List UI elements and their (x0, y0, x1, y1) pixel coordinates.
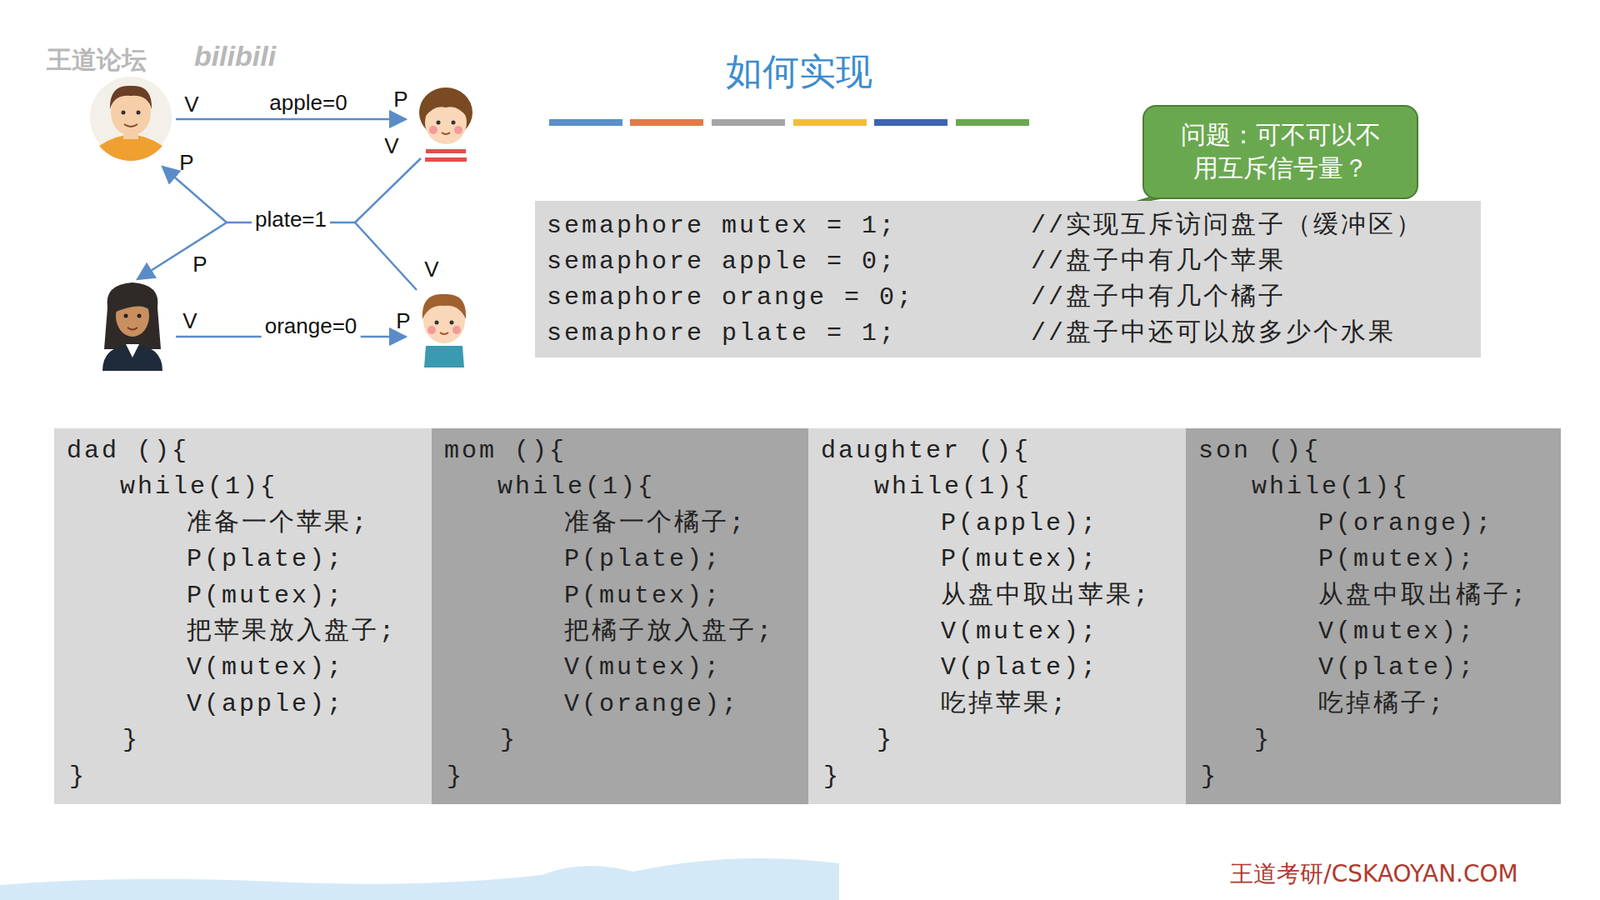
code-line: V(orange); (564, 686, 740, 723)
semaphore-label: apple=0 (265, 90, 350, 116)
code-line: P(apple); (940, 505, 1099, 542)
code-line: while(1){ (1251, 469, 1410, 505)
code-box: semaphore mutex = 1; //实现互斥访问盘子（缓冲区） semap… (535, 200, 1481, 358)
question-callout: 问题：可不可以不用互斥信号量？ (1142, 105, 1419, 200)
code-line: } (823, 759, 841, 795)
semaphore-label: plate=1 (251, 207, 330, 233)
code-comment: //盘子中还可以放多少个水果 (1030, 315, 1396, 352)
operation-letter: V (184, 92, 199, 118)
mom-icon (102, 282, 163, 371)
code-line: dad (){ (66, 433, 190, 470)
operation-letter: P (393, 87, 408, 113)
code-line: } (69, 759, 87, 795)
code-line: 吃掉苹果; (940, 686, 1069, 723)
code-line: 把橘子放入盘子; (564, 614, 775, 650)
code-line: V(mutex); (186, 650, 345, 686)
daughter-icon (419, 87, 473, 165)
code-line: V(plate); (940, 650, 1099, 686)
dad-icon (90, 76, 172, 161)
code-line: } (122, 722, 140, 759)
code-line: 从盘中取出苹果; (940, 578, 1151, 615)
watermark: 王道论坛 (46, 45, 147, 75)
code-line: daughter (){ (820, 433, 1031, 470)
operation-letter: V (384, 134, 399, 160)
code-line: P(mutex); (940, 541, 1099, 578)
code-line: 准备一个橘子; (564, 505, 747, 542)
code-line: } (500, 722, 518, 759)
semaphore-label: orange=0 (261, 314, 361, 340)
semaphore-arrows (137, 119, 421, 337)
code-line: semaphore apple = 0; (546, 244, 897, 280)
operation-letter: P (395, 309, 410, 335)
code-line: V(mutex); (1318, 614, 1476, 650)
code-line: 吃掉橘子; (1318, 686, 1446, 723)
operation-letter: P (179, 150, 194, 176)
callout-text: 问题：可不可以不用互斥信号量？ (1175, 118, 1385, 185)
code-line: } (876, 722, 895, 759)
code-line: while(1){ (497, 469, 655, 505)
code-line: P(mutex); (1318, 541, 1476, 578)
bottom-wave (0, 858, 840, 900)
footer-brand: 王道考研/CSKAOYAN.COM (1230, 860, 1518, 888)
slide-title: 如何实现 (725, 47, 873, 97)
code-comment: //盘子中有几个橘子 (1030, 280, 1286, 316)
code-line: P(mutex); (564, 578, 722, 615)
code-line: P(plate); (564, 541, 722, 578)
code-line: V(mutex); (564, 650, 722, 686)
code-line: 把苹果放入盘子; (186, 614, 397, 650)
code-line: } (446, 759, 465, 795)
code-line: } (1200, 759, 1219, 795)
operation-letter: P (192, 252, 207, 278)
code-line: while(1){ (874, 469, 1032, 505)
code-line: while(1){ (120, 469, 278, 505)
code-line: P(mutex); (186, 578, 345, 615)
code-line: semaphore orange = 0; (546, 280, 915, 316)
code-line: P(orange); (1318, 505, 1494, 542)
code-panel: dad (){while(1){准备一个苹果;P(plate);P(mutex)… (54, 428, 432, 805)
code-line: V(apple); (186, 686, 345, 723)
code-comment: //实现互斥访问盘子（缓冲区） (1030, 208, 1424, 245)
code-line: P(plate); (186, 541, 345, 578)
code-line: semaphore plate = 1; (546, 315, 897, 352)
code-line: son (){ (1198, 433, 1321, 470)
code-comment: //盘子中有几个苹果 (1030, 244, 1286, 280)
watermark: bilibili (194, 40, 276, 73)
color-bars (549, 119, 1030, 126)
operation-letter: V (424, 257, 439, 283)
code-line: V(plate); (1318, 650, 1476, 686)
code-line: V(mutex); (940, 614, 1099, 650)
code-panel: mom (){while(1){准备一个橘子;P(plate);P(mutex)… (431, 428, 809, 805)
code-panel: son (){while(1){P(orange);P(mutex);从盘中取出… (1185, 428, 1561, 805)
code-line: } (1254, 722, 1272, 759)
code-line: 从盘中取出橘子; (1318, 578, 1529, 615)
code-panel: daughter (){while(1){P(apple);P(mutex);从… (808, 428, 1186, 805)
code-line: 准备一个苹果; (186, 505, 370, 542)
code-line: mom (){ (444, 433, 567, 470)
code-line: semaphore mutex = 1; (546, 208, 897, 245)
operation-letter: V (182, 309, 197, 335)
son-icon (422, 294, 466, 368)
